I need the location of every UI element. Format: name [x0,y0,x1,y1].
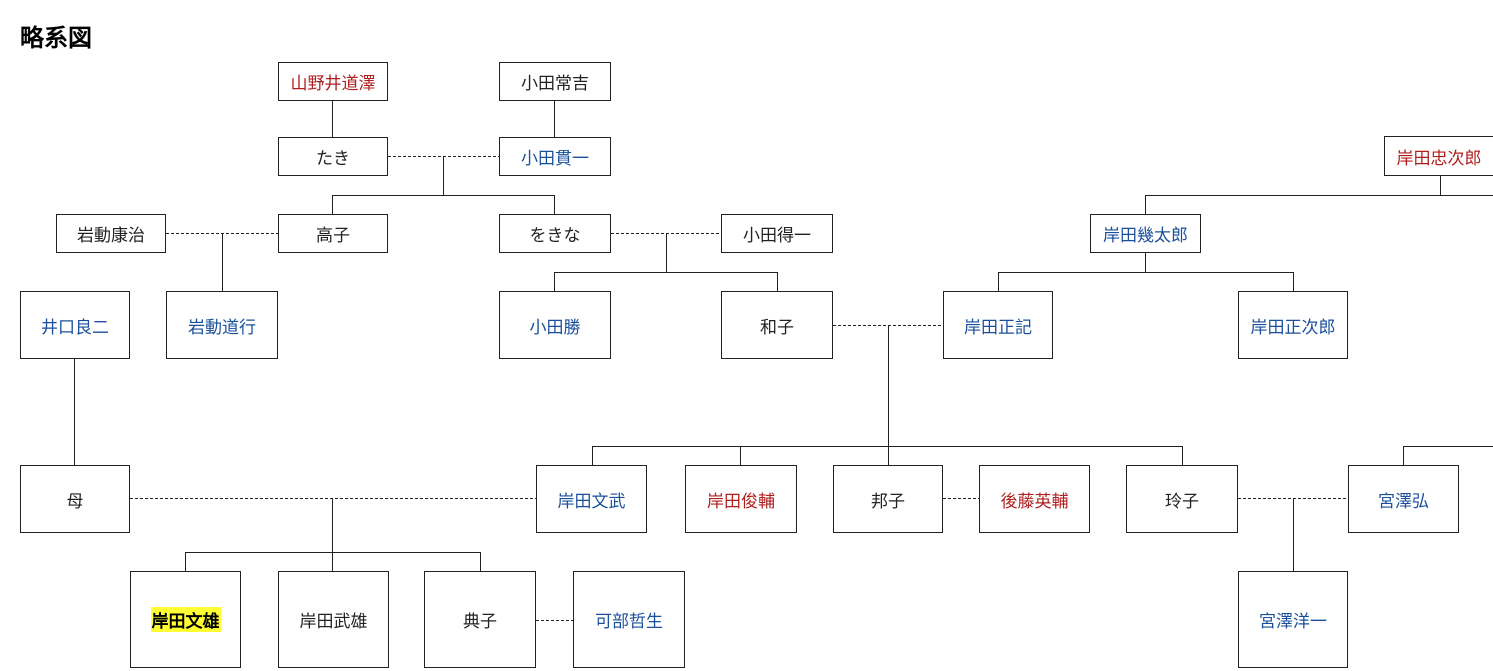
node-label: 宮澤洋一 [1259,612,1327,632]
node-label: 玲子 [1165,491,1199,512]
node-label: 岸田忠次郎 [1396,148,1482,169]
node-kishida-masaki[interactable]: 岸田正記 [943,291,1053,359]
node-miyazawa-yoichi[interactable]: 宮澤洋一 [1238,571,1348,668]
node-kishida-chujiro[interactable]: 岸田忠次郎 [1384,136,1493,176]
node-okina[interactable]: をきな [499,214,611,253]
node-oda-tokuichi[interactable]: 小田得一 [721,214,833,253]
node-iguchi-ryoji[interactable]: 井口良二 [20,291,130,359]
node-label: 岸田正次郎 [1250,317,1336,338]
node-label: 岩動道行 [188,317,256,338]
node-label-highlighted: 岸田文雄 [150,607,221,632]
node-kabe-tetsuo[interactable]: 可部哲生 [573,571,685,668]
node-oda-kanichi[interactable]: 小田貫一 [499,137,611,176]
node-label: 岸田正記 [964,317,1032,338]
node-label: 和子 [760,317,794,338]
node-label: 岸田武雄 [299,612,368,632]
node-label: 小田貫一 [521,149,589,169]
node-reiko[interactable]: 玲子 [1126,465,1238,533]
node-iwarugi-yasuharu[interactable]: 岩動康治 [56,214,166,253]
page-title: 略系図 [20,24,92,52]
node-label: 井口良二 [41,317,109,338]
node-iwarugi-michiyuki[interactable]: 岩動道行 [166,291,278,359]
node-haha[interactable]: 母 [20,465,130,533]
node-oda-tsunekichi[interactable]: 小田常吉 [499,62,611,101]
node-label: たき [316,149,350,169]
node-kishida-ikutaro[interactable]: 岸田幾太郎 [1090,214,1201,253]
node-kishida-toshisuke[interactable]: 岸田俊輔 [685,465,797,533]
node-kishida-shojiro[interactable]: 岸田正次郎 [1238,291,1348,359]
node-goto-eisuke[interactable]: 後藤英輔 [979,465,1090,533]
node-label: 岸田幾太郎 [1103,226,1188,246]
node-label: をきな [529,226,581,246]
node-label: 岸田俊輔 [707,491,775,512]
node-label: 邦子 [871,491,905,512]
node-label: 小田得一 [743,226,811,246]
node-label: 岩動康治 [77,226,145,246]
node-label: 母 [66,491,84,512]
node-miyazawa-hiroshi[interactable]: 宮澤弘 [1348,465,1459,533]
node-kishida-fumitake[interactable]: 岸田文武 [536,465,647,533]
node-taki[interactable]: たき [278,137,388,176]
node-kishida-fumio[interactable]: 岸田文雄 [130,571,241,668]
node-label: 宮澤弘 [1378,491,1429,512]
node-label: 後藤英輔 [1000,491,1069,512]
node-label: 可部哲生 [595,612,663,632]
node-label: 典子 [463,612,497,632]
node-kazuko[interactable]: 和子 [721,291,833,359]
node-kishida-takeo[interactable]: 岸田武雄 [278,571,389,668]
node-label: 小田常吉 [521,74,589,94]
node-label: 山野井道澤 [290,74,376,94]
node-label: 岸田文武 [557,491,626,512]
node-label: 小田勝 [529,317,581,338]
node-noriko[interactable]: 典子 [424,571,536,668]
node-label: 高子 [316,226,350,246]
node-yamanoi-dotaku[interactable]: 山野井道澤 [278,62,388,101]
node-kuniko[interactable]: 邦子 [833,465,943,533]
node-takako[interactable]: 高子 [278,214,388,253]
node-oda-masaru[interactable]: 小田勝 [499,291,611,359]
